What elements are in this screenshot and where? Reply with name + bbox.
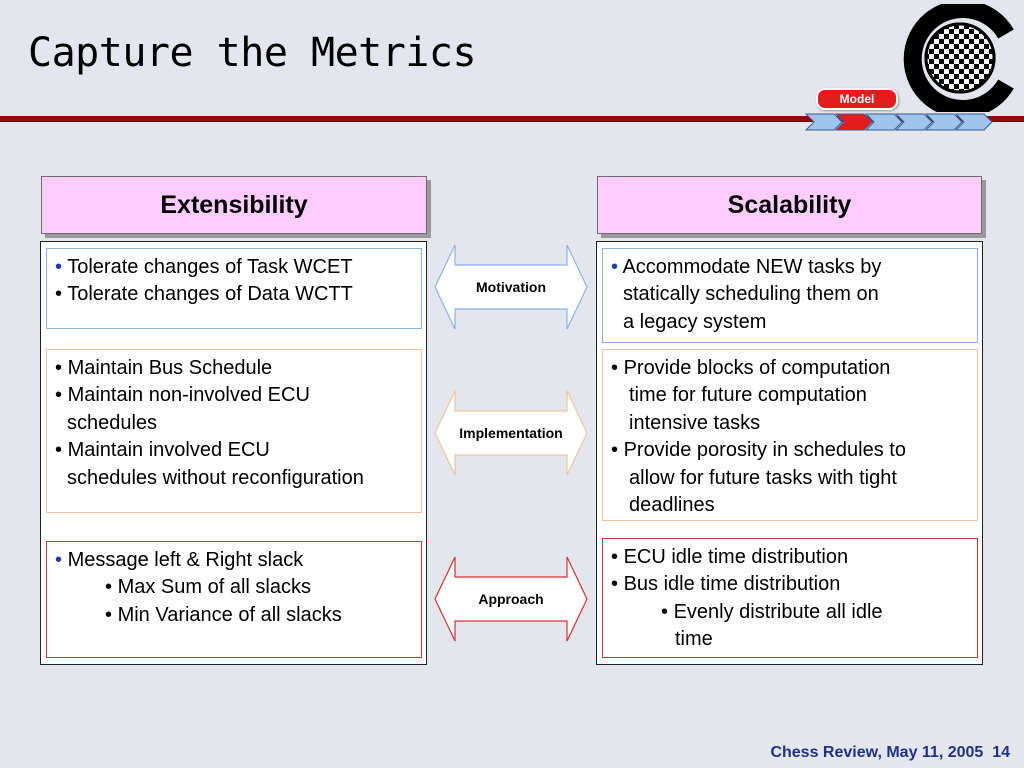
- list-item: • Maintain non-involved ECU: [55, 384, 310, 407]
- extensibility-header: Extensibility: [41, 176, 427, 234]
- list-item: • Tolerate changes of Task WCET: [55, 256, 353, 278]
- list-item-continuation: statically scheduling them on: [623, 283, 879, 306]
- extensibility-panel: • Tolerate changes of Task WCET • Tolera…: [40, 241, 427, 665]
- footer-text: Chess Review, May 11, 2005: [770, 744, 984, 761]
- list-item: • Accommodate NEW tasks by: [611, 256, 882, 278]
- list-item: • Provide blocks of computation: [611, 357, 891, 379]
- list-item: • ECU idle time distribution: [611, 546, 849, 568]
- page-number: 14: [992, 744, 1010, 761]
- scalability-panel: • Accommodate NEW tasks by statically sc…: [596, 241, 983, 665]
- scalability-implementation-box: • Provide blocks of computation time for…: [602, 349, 978, 521]
- approach-double-arrow-icon: [434, 556, 588, 642]
- scalability-header-label: Scalability: [727, 190, 852, 219]
- approach-label: Approach: [478, 591, 544, 607]
- sub-list-item: • Evenly distribute all idle: [661, 600, 883, 623]
- list-item: • Maintain involved ECU: [55, 439, 270, 462]
- scalability-approach-box: • ECU idle time distribution • Bus idle …: [602, 538, 978, 658]
- list-item-continuation: schedules without reconfiguration: [67, 466, 364, 489]
- list-item: • Message left & Right slack: [55, 549, 304, 571]
- scalability-motivation-box: • Accommodate NEW tasks by statically sc…: [602, 248, 978, 343]
- list-item-continuation: time for future computation: [629, 384, 867, 407]
- title-divider: [0, 116, 1024, 121]
- scalability-header: Scalability: [597, 176, 982, 234]
- slide-title: Capture the Metrics: [28, 30, 477, 76]
- motivation-double-arrow-icon: [434, 244, 588, 330]
- implementation-label: Implementation: [459, 425, 563, 441]
- chess-logo-icon: [903, 4, 1014, 112]
- model-badge: Model: [816, 88, 898, 110]
- list-item: • Bus idle time distribution: [611, 573, 841, 596]
- list-item: • Maintain Bus Schedule: [55, 357, 273, 379]
- list-item-continuation: schedules: [67, 411, 158, 434]
- progress-chevrons-icon: [804, 113, 993, 131]
- sub-list-item-continuation: time: [675, 628, 713, 651]
- list-item-continuation: a legacy system: [623, 310, 767, 333]
- list-item: • Tolerate changes of Data WCTT: [55, 283, 353, 306]
- extensibility-approach-box: • Message left & Right slack • Max Sum o…: [46, 541, 422, 658]
- list-item: • Provide porosity in schedules to: [611, 439, 906, 462]
- implementation-double-arrow-icon: [434, 390, 588, 476]
- extensibility-implementation-box: • Maintain Bus Schedule • Maintain non-i…: [46, 349, 422, 513]
- sub-list-item: • Max Sum of all slacks: [105, 576, 311, 599]
- slide-footer: Chess Review, May 11, 2005 14: [770, 744, 1010, 762]
- motivation-label: Motivation: [476, 279, 546, 295]
- sub-list-item: • Min Variance of all slacks: [105, 603, 342, 626]
- list-item-continuation: allow for future tasks with tight: [629, 466, 897, 489]
- list-item-continuation: deadlines: [629, 494, 715, 517]
- extensibility-motivation-box: • Tolerate changes of Task WCET • Tolera…: [46, 248, 422, 329]
- extensibility-header-label: Extensibility: [160, 190, 308, 219]
- list-item-continuation: intensive tasks: [629, 411, 761, 434]
